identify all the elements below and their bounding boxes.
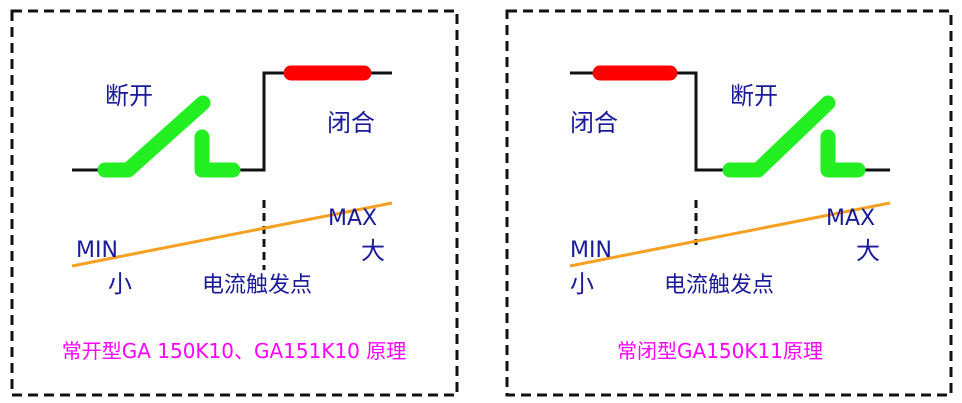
right-label-min: MIN bbox=[570, 238, 612, 263]
left-label-closed: 闭合 bbox=[327, 109, 375, 137]
right-open-contact bbox=[722, 95, 866, 178]
right-label-large: 大 bbox=[856, 237, 880, 265]
left-label-large: 大 bbox=[361, 237, 385, 265]
right-current-line bbox=[569, 201, 891, 268]
right-label-closed: 闭合 bbox=[570, 109, 618, 137]
left-label-trip: 电流触发点 bbox=[202, 273, 312, 298]
right-label-open: 断开 bbox=[730, 82, 778, 110]
right-caption: 常闭型GA150K11原理 bbox=[617, 339, 823, 363]
right-label-max: MAX bbox=[826, 206, 875, 231]
right-panel: 闭合 断开 MIN MAX 小 大 电流触发点 常闭型GA150K11原理 bbox=[505, 9, 953, 397]
left-current-line bbox=[71, 201, 393, 268]
left-label-min: MIN bbox=[76, 238, 118, 263]
left-panel-border bbox=[10, 9, 459, 397]
left-label-max: MAX bbox=[328, 206, 377, 231]
left-label-open: 断开 bbox=[105, 82, 153, 110]
right-panel-border bbox=[505, 9, 953, 397]
left-panel: 断开 闭合 MIN MAX 小 大 电流触发点 常开型GA 150K10、GA1… bbox=[10, 9, 459, 397]
left-caption: 常开型GA 150K10、GA151K10 原理 bbox=[62, 339, 407, 363]
right-label-trip: 电流触发点 bbox=[664, 273, 774, 298]
left-label-small: 小 bbox=[108, 270, 132, 298]
right-label-small: 小 bbox=[570, 270, 594, 298]
left-open-contact bbox=[97, 95, 241, 178]
